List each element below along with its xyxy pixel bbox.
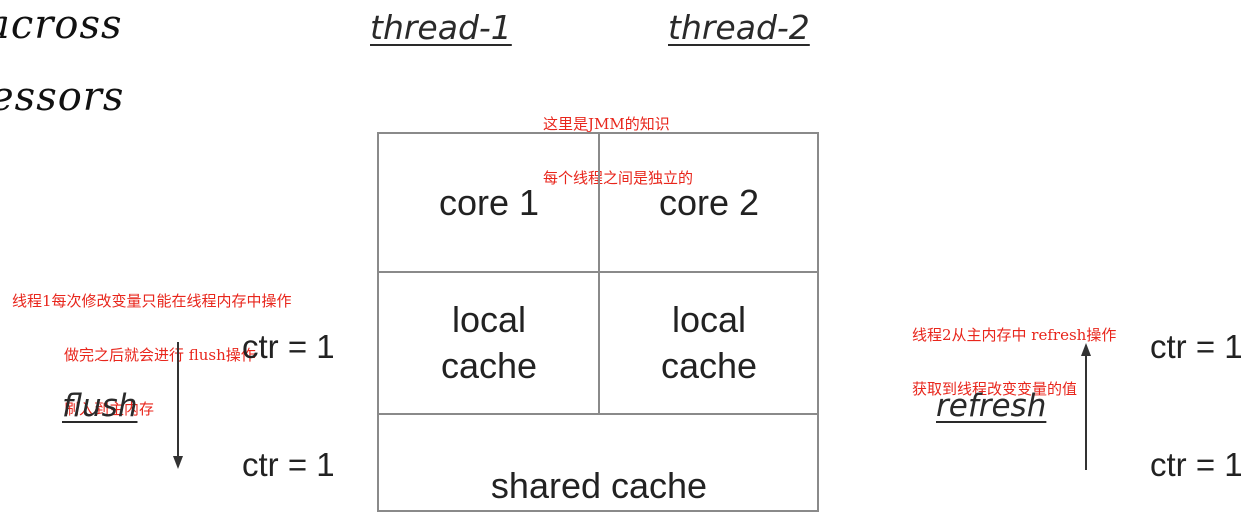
side-text-essors: essors [0, 74, 125, 120]
local-cache-2-line-1: local [671, 299, 747, 340]
cache-grid: core 1 core 2 local cache local cache sh… [377, 132, 819, 512]
core-1-cell: core 1 [379, 134, 599, 272]
grid-vertical-divider [598, 134, 600, 413]
thread2-note: 线程2从主内存中 refresh操作 获取到线程改变变量的值 [912, 290, 1116, 416]
flush-arrow-down-icon [173, 342, 183, 469]
jmm-note: 这里是JMM的知识 每个线程之间是独立的 [543, 79, 693, 205]
refresh-arrow-up-icon [1081, 343, 1091, 470]
thread2-note-line-2: 获取到线程改变变量的值 [912, 380, 1078, 398]
right-ctr-top: ctr = 1 [1150, 328, 1243, 365]
flush-label: flush [62, 388, 138, 424]
jmm-note-line-2: 每个线程之间是独立的 [543, 169, 694, 187]
grid-divider-core [379, 271, 817, 273]
thread2-note-line-1: 线程2从主内存中 refresh操作 [912, 326, 1117, 344]
shared-cache-cell: shared cache [379, 415, 819, 525]
grid-divider-cache [379, 413, 817, 415]
left-ctr-top: ctr = 1 [242, 328, 335, 365]
side-text-across: across [0, 2, 123, 48]
core-2-cell: core 2 [599, 134, 819, 272]
local-cache-1-line-2: cache [440, 345, 538, 386]
jmm-note-line-1: 这里是JMM的知识 [543, 115, 670, 133]
local-cache-1-line-1: local [451, 299, 527, 340]
thread1-note-line-3: 刷入到主内存 [64, 400, 155, 418]
shared-cache-label: shared cache [490, 465, 708, 506]
refresh-label: refresh [936, 388, 1047, 424]
local-cache-2-line-2: cache [660, 345, 758, 386]
local-cache-2-cell: local cache [599, 272, 819, 414]
right-ctr-bottom: ctr = 1 [1150, 446, 1243, 483]
thread1-note: 线程1每次修改变量只能在线程内存中操作 做完之后就会进行 flush操作 刷入到… [12, 256, 292, 436]
left-ctr-bottom: ctr = 1 [242, 446, 335, 483]
thread-2-label: thread-2 [668, 8, 810, 47]
core-1-label: core 1 [438, 182, 540, 223]
local-cache-1-cell: local cache [379, 272, 599, 414]
thread1-note-line-2: 做完之后就会进行 flush操作 [64, 346, 256, 364]
core-2-label: core 2 [658, 182, 760, 223]
thread-1-label: thread-1 [370, 8, 512, 47]
thread1-note-line-1: 线程1每次修改变量只能在线程内存中操作 [12, 292, 292, 310]
